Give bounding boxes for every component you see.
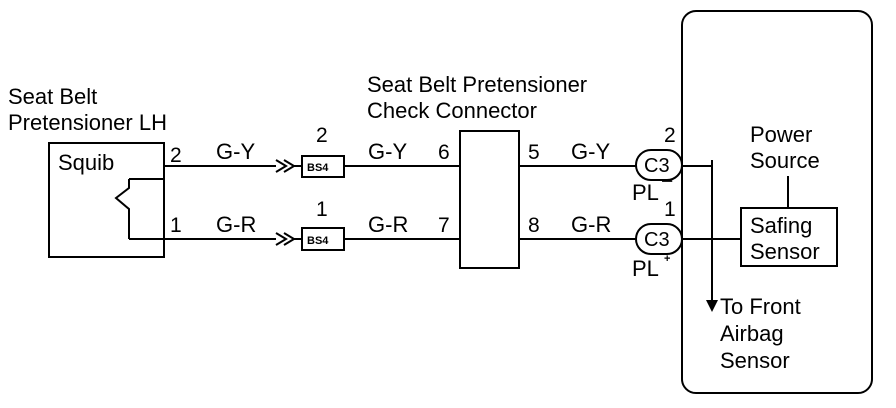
c3-pin-top: 2 (664, 124, 676, 147)
pl-sign-bottom: + (664, 253, 670, 265)
front-airbag-label-line2: Airbag (720, 321, 784, 346)
check-pin-bottom-out: 8 (528, 214, 540, 237)
connector-symbol-icon (275, 159, 296, 173)
check-pin-top-in: 6 (438, 141, 450, 164)
safing-sensor-label-line2: Sensor (750, 239, 820, 264)
check-pin-bottom-in: 7 (438, 214, 450, 237)
wire-color-bottom-3: G-R (571, 212, 611, 237)
bs4-pin-top: 2 (316, 124, 328, 147)
front-airbag-label-line1: To Front (720, 294, 801, 319)
pretensioner-title-line1: Seat Belt (8, 84, 97, 109)
pl-sign-top: − (661, 170, 673, 193)
wire-bottom: 1 G-R 1 BS4 G-R 7 8 G-R 1 C3 PL + (129, 198, 741, 281)
check-connector-title-line1: Seat Belt Pretensioner (367, 72, 587, 97)
sensor-assembly-box (681, 10, 873, 394)
pl-label-bottom: PL (632, 256, 659, 281)
wire-color-top-1: G-Y (216, 139, 255, 164)
pretensioner-title-line2: Pretensioner LH (8, 110, 167, 135)
wire-color-bottom-1: G-R (216, 212, 256, 237)
check-connector-box (459, 130, 520, 269)
squib-label: Squib (58, 150, 114, 175)
wire-top: 2 G-Y 2 BS4 G-Y 6 5 G-Y 2 C3 PL − (164, 124, 712, 205)
wire-color-top-2: G-Y (368, 139, 407, 164)
bs4-pin-bottom: 1 (316, 198, 328, 221)
pretensioner-lh: Seat Belt Pretensioner LH Squib (8, 84, 167, 258)
pl-label-top: PL (632, 180, 659, 205)
pretensioner-box (48, 142, 165, 258)
c3-label-top: C3 (644, 155, 670, 177)
bs4-label-top: BS4 (307, 162, 329, 174)
safing-sensor-label-line1: Safing (750, 213, 812, 238)
wire-color-top-3: G-Y (571, 139, 610, 164)
bs4-label-bottom: BS4 (307, 235, 329, 247)
wire-color-bottom-2: G-R (368, 212, 408, 237)
check-pin-top-out: 5 (528, 141, 540, 164)
front-airbag-label-line3: Sensor (720, 348, 790, 373)
connector-symbol-icon (275, 232, 296, 246)
c3-label-bottom: C3 (644, 229, 670, 251)
power-source-label-line1: Power (750, 122, 812, 147)
squib-element (114, 179, 130, 239)
check-connector-title-line2: Check Connector (367, 98, 537, 123)
check-connector: Seat Belt Pretensioner Check Connector (367, 72, 587, 269)
airbag-sensor-assembly: Power Source Safing Sensor To Front Airb… (681, 10, 873, 394)
down-arrow-icon (706, 300, 718, 312)
squib-pin-top: 2 (170, 144, 182, 167)
squib-pin-bottom: 1 (170, 214, 182, 237)
power-source-label-line2: Source (750, 148, 820, 173)
c3-pin-bottom: 1 (664, 198, 676, 221)
